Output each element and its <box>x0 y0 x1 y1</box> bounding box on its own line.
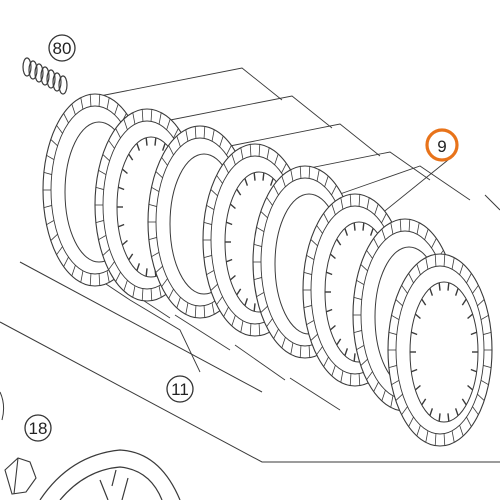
callout-18: 18 <box>24 414 52 442</box>
callout-label-18: 18 <box>29 419 48 438</box>
callout-11: 11 <box>166 375 194 403</box>
callout-80: 80 <box>48 34 76 62</box>
bracket-part <box>4 457 37 495</box>
clutch-plates-stack <box>42 93 493 447</box>
callout-label-9: 9 <box>437 137 446 156</box>
callout-label-11: 11 <box>171 380 189 399</box>
edge-arc <box>0 391 5 421</box>
diagram-frame <box>0 194 500 463</box>
callout-9: 9 <box>425 128 459 162</box>
clutch-hub-part <box>39 449 181 500</box>
clutch-plate <box>387 253 493 447</box>
spring-part <box>22 57 68 95</box>
callout-label-80: 80 <box>53 39 72 58</box>
